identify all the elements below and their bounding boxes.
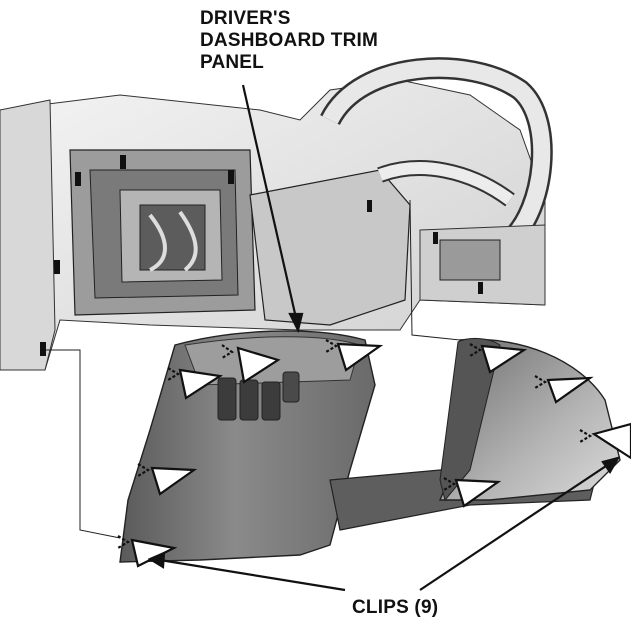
switch-holes	[217, 371, 300, 421]
panel-label-line3: PANEL	[200, 52, 264, 73]
dashboard-background	[0, 57, 553, 371]
panel-callout-label: DRIVER'S DASHBOARD TRIM PANEL	[200, 8, 378, 74]
clip-3	[325, 339, 384, 372]
clip-2	[167, 367, 224, 400]
clips-callout-label: CLIPS (9)	[352, 597, 439, 618]
panel-label-line2: DASHBOARD TRIM	[200, 30, 379, 51]
clip-7	[137, 463, 198, 496]
clip-6	[579, 422, 631, 460]
panel-label-line1: DRIVER'S	[200, 8, 291, 29]
clip-markers	[117, 339, 631, 568]
clip-1	[221, 344, 281, 384]
callout-arrows	[147, 84, 621, 592]
clip-4	[469, 343, 528, 374]
clip-5	[534, 375, 594, 404]
clip-8	[443, 477, 502, 508]
alignment-lines	[46, 199, 461, 539]
